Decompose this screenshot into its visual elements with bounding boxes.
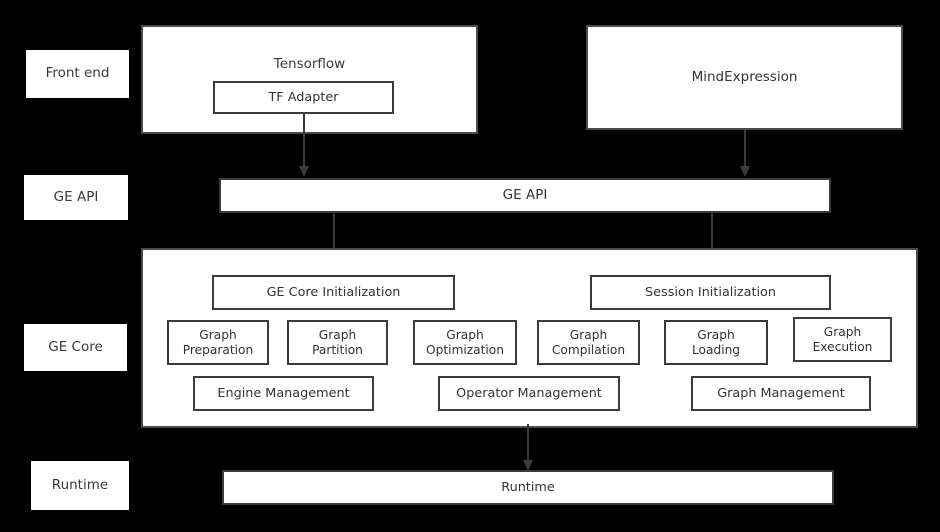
graph-compilation-box[interactable]: Graph Compilation — [537, 320, 640, 365]
layer-label-ge-core: GE Core — [24, 324, 127, 371]
graph-management-box[interactable]: Graph Management — [691, 376, 871, 411]
graph-loading-box[interactable]: Graph Loading — [664, 320, 768, 365]
layer-label-front-end: Front end — [26, 50, 129, 98]
tensorflow-label: Tensorflow — [273, 56, 346, 72]
operator-management-box[interactable]: Operator Management — [438, 376, 620, 411]
mindexpression-box[interactable]: MindExpression — [586, 25, 903, 130]
graph-partition-box[interactable]: Graph Partition — [287, 320, 388, 365]
graph-optimization-box[interactable]: Graph Optimization — [413, 320, 517, 365]
tf-adapter-box[interactable]: TF Adapter — [213, 81, 394, 114]
session-initialization-box[interactable]: Session Initialization — [590, 275, 831, 310]
layer-label-runtime: Runtime — [31, 461, 129, 510]
tensorflow-container[interactable]: Tensorflow — [141, 25, 478, 134]
layer-label-ge-api: GE API — [24, 175, 128, 220]
graph-preparation-box[interactable]: Graph Preparation — [167, 320, 269, 365]
ge-core-initialization-box[interactable]: GE Core Initialization — [212, 275, 455, 310]
ge-api-bar[interactable]: GE API — [219, 178, 831, 213]
engine-management-box[interactable]: Engine Management — [193, 376, 374, 411]
graph-execution-box[interactable]: Graph Execution — [793, 317, 892, 362]
runtime-bar[interactable]: Runtime — [222, 470, 834, 505]
